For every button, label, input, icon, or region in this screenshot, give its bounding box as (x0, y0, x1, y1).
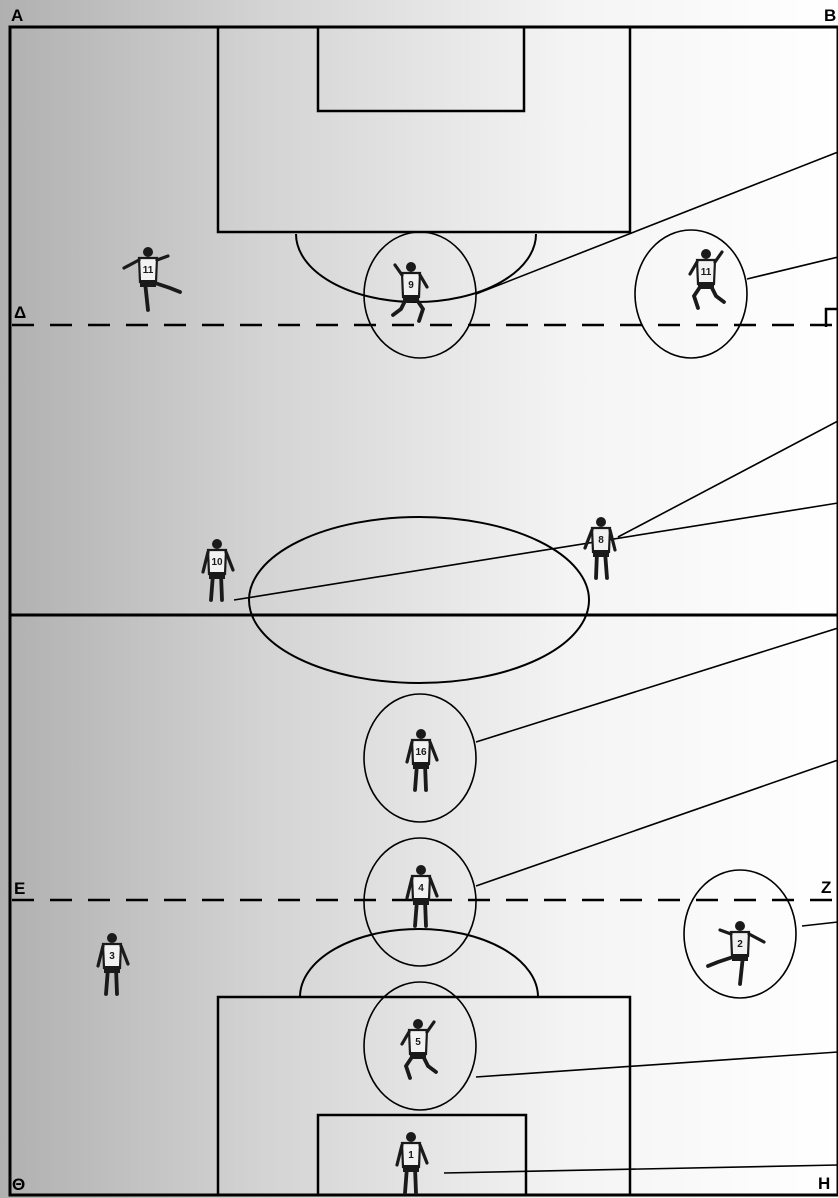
callout-line-player-8 (618, 421, 838, 537)
callout-lines (234, 152, 838, 1173)
callout-line-player-10 (234, 503, 838, 600)
callout-line-player-11 (747, 257, 838, 279)
player-figure-10 (203, 539, 233, 600)
player-number-1: 1 (408, 1150, 414, 1161)
label-top-right: B (824, 7, 836, 24)
centre-circle (249, 517, 589, 683)
players: 11 9 11 10 8 16 4 3 2 5 1 (98, 247, 764, 1193)
player-number-10: 10 (211, 557, 223, 568)
player-figure-4 (407, 865, 437, 926)
callout-line-player-2 (802, 922, 838, 926)
player-number-4: 4 (418, 883, 424, 894)
label-left-dashed-bottom: E (14, 880, 25, 897)
label-bottom-right: H (818, 1175, 830, 1192)
player-number-9: 9 (408, 280, 414, 291)
player-number-16: 16 (415, 747, 427, 758)
label-left-dashed-top: Δ (14, 304, 26, 321)
callout-line-player-9 (476, 152, 838, 294)
callout-line-player-1 (444, 1165, 838, 1173)
callout-line-player-16 (476, 628, 838, 742)
top-penalty-area (218, 27, 630, 232)
player-figure-9 (393, 262, 427, 321)
callout-line-player-4 (476, 760, 838, 886)
player-figure-3 (98, 933, 128, 994)
top-goal-area (318, 27, 524, 111)
label-top-left: A (11, 7, 23, 24)
player-number-11-left: 11 (143, 265, 154, 276)
player-number-8: 8 (598, 535, 604, 546)
highlight-circles (364, 230, 796, 1110)
pitch-boundary (10, 27, 838, 1195)
bottom-penalty-arc (300, 929, 538, 997)
player-figure-1 (397, 1132, 427, 1193)
player-number-5: 5 (415, 1037, 421, 1048)
player-number-11-right: 11 (701, 267, 712, 278)
player-figure-5 (402, 1019, 436, 1078)
player-figure-8 (585, 517, 615, 578)
player-figure-2 (708, 921, 764, 984)
callout-line-player-5 (476, 1052, 838, 1077)
player-number-3: 3 (109, 951, 115, 962)
player-figure-16 (407, 729, 437, 790)
highlight-circle-player-11 (635, 230, 747, 358)
player-figure-11-right (690, 249, 724, 308)
label-bottom-left: Θ (12, 1176, 25, 1193)
bottom-penalty-area (218, 997, 630, 1195)
label-right-dashed-bottom: Z (821, 879, 831, 896)
player-figure-11-left (124, 247, 180, 310)
bottom-goal-area (318, 1115, 526, 1195)
player-number-2: 2 (737, 939, 743, 950)
